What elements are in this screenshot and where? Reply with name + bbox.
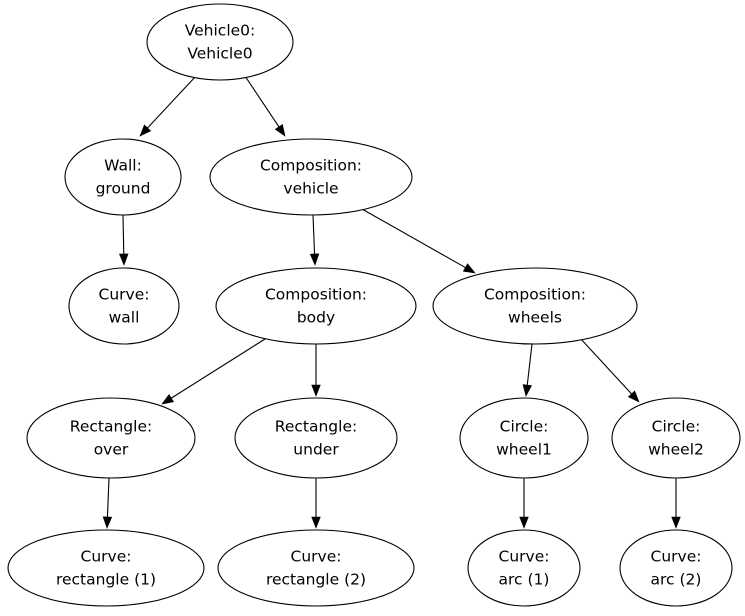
edge-line (147, 75, 197, 129)
node-label-name: wheel2 (648, 441, 704, 459)
graph-node-over[interactable]: Rectangle: over (26, 397, 196, 479)
edge-arrowhead-icon (522, 384, 533, 397)
graph-node-arc1[interactable]: Curve: arc (1) (467, 529, 581, 607)
edge-arrowhead-icon (671, 516, 681, 529)
edge-vehicle-to-body (309, 214, 320, 266)
node-label-name: vehicle (283, 180, 338, 198)
node-label-type: Composition: (484, 286, 586, 304)
node-ellipse-shape (7, 529, 205, 607)
node-ellipse-shape (234, 397, 398, 479)
edge-wheels-to-wheel1 (522, 343, 533, 397)
node-label-type: Rectangle: (275, 418, 357, 436)
graph-node-wheel1[interactable]: Circle: wheel1 (459, 397, 589, 479)
node-label-type: Curve: (81, 548, 132, 566)
node-ellipse-shape (217, 529, 415, 607)
edge-arrowhead-icon (119, 253, 129, 266)
node-label-type: Wall: (104, 157, 142, 175)
graph-node-wall[interactable]: Curve: wall (68, 267, 180, 345)
node-ellipse-shape (26, 397, 196, 479)
graph-node-vehicle[interactable]: Composition: vehicle (209, 138, 413, 216)
node-label-name: ground (96, 180, 151, 198)
edge-body-to-over (161, 338, 266, 405)
node-ellipse-shape (619, 529, 733, 607)
node-label-name: arc (2) (651, 571, 702, 589)
graph-node-rect1[interactable]: Curve: rectangle (1) (7, 529, 205, 607)
edge-over-to-rect1 (102, 477, 113, 529)
edge-arrowhead-icon (102, 516, 113, 529)
node-label-type: Rectangle: (70, 418, 152, 436)
edge-line (171, 338, 266, 399)
graph-node-rect2[interactable]: Curve: rectangle (2) (217, 529, 415, 607)
node-label-type: Curve: (651, 548, 702, 566)
edge-arrowhead-icon (309, 253, 320, 266)
graph-node-wheels[interactable]: Composition: wheels (432, 267, 638, 345)
edges-layer (102, 75, 681, 529)
nodes-layer: Vehicle0:Vehicle0Wall:groundComposition:… (7, 3, 741, 607)
edge-vehicle0-to-vehicle (244, 75, 286, 137)
node-label-type: Curve: (291, 548, 342, 566)
edge-arrowhead-icon (161, 393, 175, 405)
edge-line (244, 75, 280, 128)
node-ellipse-shape (459, 397, 589, 479)
node-label-name: rectangle (2) (266, 571, 366, 589)
node-label-name: wheels (508, 309, 562, 327)
edge-arrowhead-icon (519, 516, 529, 529)
graph-node-arc2[interactable]: Curve: arc (2) (619, 529, 733, 607)
edge-arrowhead-icon (627, 390, 640, 403)
edge-line (579, 337, 632, 395)
node-label-name: body (297, 309, 335, 327)
node-label-name: Vehicle0 (187, 45, 252, 63)
node-ellipse-shape (215, 267, 417, 345)
node-label-name: wheel1 (496, 441, 552, 459)
node-ellipse-shape (64, 138, 182, 216)
edge-body-to-under (311, 344, 321, 397)
node-label-type: Curve: (499, 548, 550, 566)
node-label-name: wall (109, 309, 140, 327)
edge-line (361, 208, 466, 269)
node-label-name: arc (1) (499, 571, 550, 589)
edge-wheel1-to-arc1 (519, 478, 529, 529)
graph-node-wheel2[interactable]: Circle: wheel2 (611, 397, 741, 479)
node-label-type: Circle: (500, 418, 549, 436)
node-label-type: Circle: (652, 418, 701, 436)
node-ellipse-shape (611, 397, 741, 479)
node-label-name: rectangle (1) (56, 571, 156, 589)
edge-arrowhead-icon (139, 124, 152, 137)
node-label-name: under (293, 441, 339, 459)
node-label-type: Composition: (260, 157, 362, 175)
edge-arrowhead-icon (311, 384, 321, 397)
graph-node-ground[interactable]: Wall: ground (64, 138, 182, 216)
node-label-name: over (94, 441, 129, 459)
edge-arrowhead-icon (462, 263, 476, 274)
node-ellipse-shape (467, 529, 581, 607)
edge-line (122, 214, 125, 255)
node-label-type: Vehicle0: (185, 22, 256, 40)
edge-line (526, 343, 533, 386)
node-ellipse-shape (209, 138, 413, 216)
edge-vehicle0-to-ground (139, 75, 197, 137)
edge-line (106, 477, 110, 518)
edge-under-to-rect2 (311, 478, 321, 529)
node-label-type: Composition: (265, 286, 367, 304)
node-label-type: Curve: (99, 286, 150, 304)
edge-ground-to-wall (119, 214, 129, 266)
edge-wheels-to-wheel2 (579, 337, 640, 403)
edge-arrowhead-icon (311, 516, 321, 529)
graph-node-vehicle0[interactable]: Vehicle0: Vehicle0 (146, 3, 294, 81)
edge-line (312, 214, 316, 255)
edge-vehicle-to-wheels (361, 208, 476, 274)
edge-wheel2-to-arc2 (671, 478, 681, 529)
edge-arrowhead-icon (274, 123, 286, 137)
node-ellipse-shape (68, 267, 180, 345)
graph-node-under[interactable]: Rectangle: under (234, 397, 398, 479)
node-ellipse-shape (432, 267, 638, 345)
node-ellipse-shape (146, 3, 294, 81)
graph-node-body[interactable]: Composition: body (215, 267, 417, 345)
